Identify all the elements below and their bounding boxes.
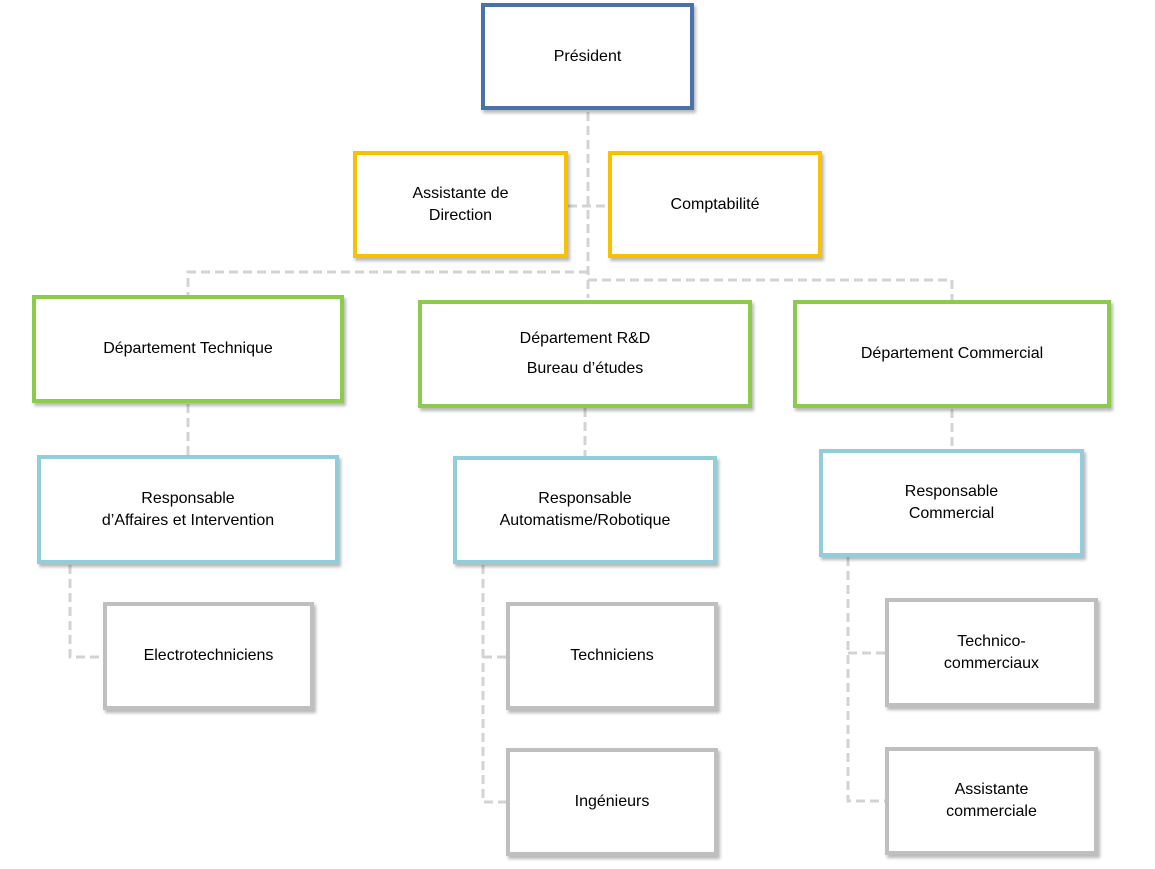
staff-techniciens-label: Techniciens: [570, 647, 654, 664]
connector-technical-staff: [68, 565, 105, 659]
connector-commercial-staff: [846, 557, 887, 803]
manager-commercial-label-line1: Responsable: [904, 483, 999, 500]
assistant-direction-box: Assistante de Direction: [353, 151, 568, 258]
staff-electrotechniciens-box: Electrotechniciens: [103, 602, 314, 710]
staff-assistante-commerciale-label-line2: commerciale: [946, 803, 1037, 820]
assistant-direction-label-line2: Direction: [428, 206, 493, 224]
staff-technico-commerciaux-box: Technico- commerciaux: [885, 598, 1098, 707]
accounting-label: Comptabilité: [670, 195, 760, 213]
staff-electrotechniciens-label: Electrotechniciens: [143, 647, 274, 664]
manager-technical-label-line1: Responsable: [141, 489, 235, 507]
staff-ingenieurs-box: Ingénieurs: [506, 748, 718, 856]
connector-rnd-staff: [481, 565, 508, 804]
department-commercial-label: Département Commercial: [860, 345, 1044, 362]
connector-dept-technical: [186, 270, 588, 298]
accounting-box: Comptabilité: [608, 151, 822, 258]
department-rnd-label-line1: Département R&D: [519, 330, 651, 347]
manager-technical-box: Responsable d’Affaires et Intervention: [37, 455, 339, 564]
department-rnd-box: Département R&D Bureau d’études: [418, 300, 752, 408]
staff-assistante-commerciale-label-line1: Assistante: [954, 781, 1029, 798]
manager-rnd-box: Responsable Automatisme/Robotique: [453, 456, 717, 564]
manager-commercial-label-line2: Commercial: [908, 505, 995, 522]
manager-rnd-label-line1: Responsable: [538, 490, 632, 507]
department-rnd-label-line2: Bureau d’études: [526, 360, 644, 377]
connector-dept-commercial: [588, 278, 954, 302]
staff-ingenieurs-label: Ingénieurs: [574, 793, 650, 810]
staff-techniciens-box: Techniciens: [506, 602, 718, 710]
manager-commercial-box: Responsable Commercial: [819, 449, 1084, 557]
department-commercial-box: Département Commercial: [793, 300, 1111, 408]
staff-technico-commerciaux-label-line2: commerciaux: [943, 654, 1040, 672]
president-label: Président: [553, 47, 622, 65]
department-technical-box: Département Technique: [32, 295, 344, 403]
president-box: Président: [481, 3, 694, 110]
staff-technico-commerciaux-label-line1: Technico-: [957, 632, 1026, 650]
staff-assistante-commerciale-box: Assistante commerciale: [885, 747, 1098, 855]
manager-rnd-label-line2: Automatisme/Robotique: [499, 512, 671, 529]
manager-technical-label-line2: d’Affaires et Intervention: [101, 511, 275, 529]
department-technical-label: Département Technique: [103, 340, 273, 357]
assistant-direction-label-line1: Assistante de: [412, 184, 509, 202]
